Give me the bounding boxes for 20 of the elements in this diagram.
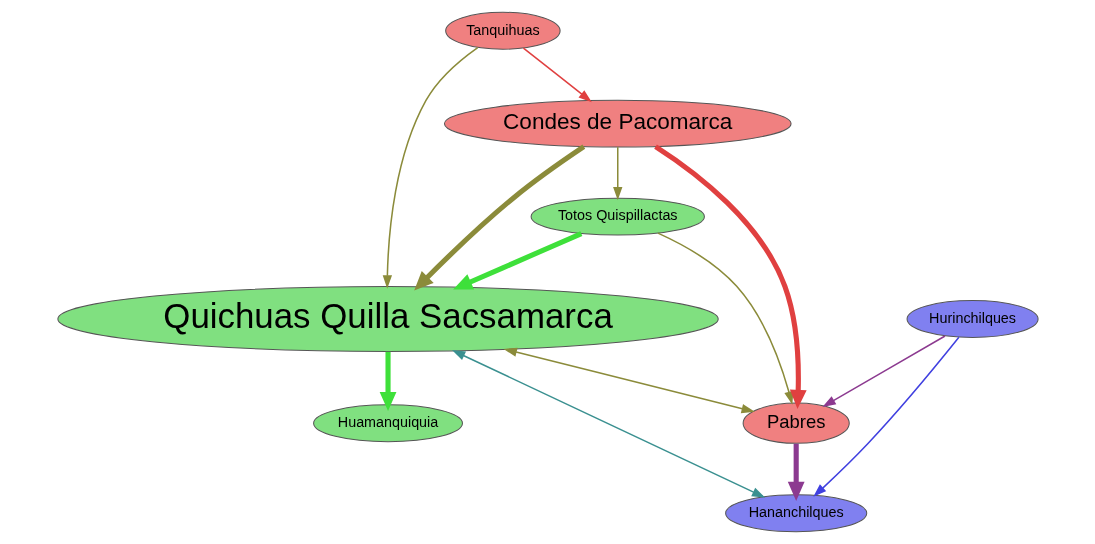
node-ellipse: Condes de Pacomarca [443,99,792,148]
node-ellipse: Hananchilques [724,494,867,533]
node-ellipse: Hurinchilques [906,300,1039,338]
arrow [379,351,396,412]
arrow [821,335,946,407]
arrow [451,350,765,498]
arrow [522,47,592,103]
node-ellipse: Totos Quispillactas [530,197,705,236]
arrow [787,443,805,501]
node-ellipse: Huamanquiquia [312,404,463,443]
node-ellipse: Quichuas Quilla Sacsamarca [56,286,719,352]
arrow [612,146,622,201]
arrow [382,46,478,289]
arrow [503,347,755,414]
arrow [653,144,807,409]
arrow [656,232,793,405]
arrow [452,231,582,290]
arrow [413,144,585,291]
arrow [812,336,960,497]
node-ellipse: Tanquihuas [444,11,561,50]
